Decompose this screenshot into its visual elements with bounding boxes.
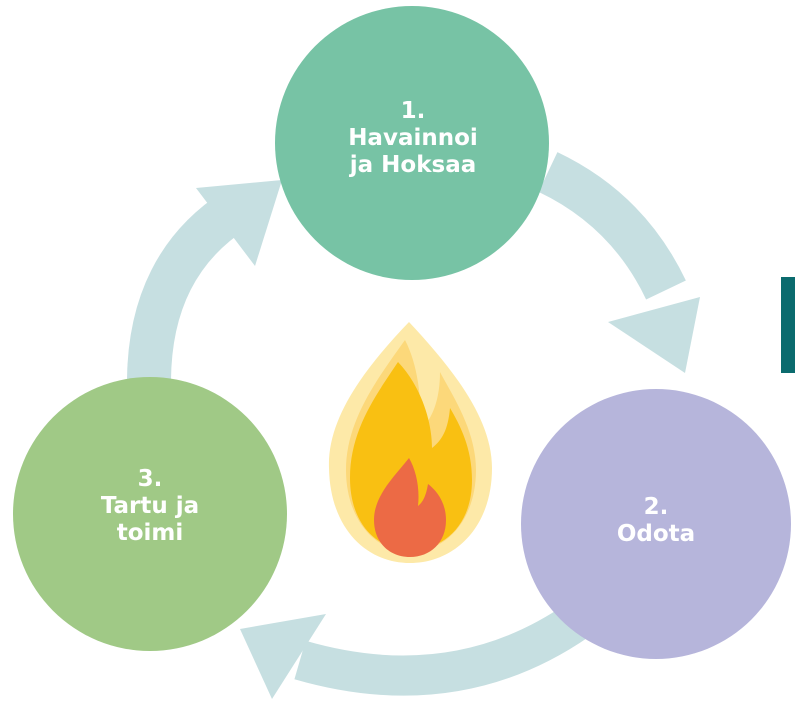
step-number: 3. bbox=[137, 466, 163, 492]
step-2-label: 2. Odota bbox=[556, 494, 756, 548]
arrow-head bbox=[240, 614, 326, 699]
step-1-circle bbox=[275, 6, 549, 280]
arrow-head bbox=[608, 297, 700, 373]
step-title-line: ja Hoksaa bbox=[349, 152, 477, 178]
step-1-label: 1. Havainnoi ja Hoksaa bbox=[313, 98, 513, 179]
step-title-line: Havainnoi bbox=[348, 125, 478, 151]
step-3-circle bbox=[13, 377, 287, 651]
step-title-line: Odota bbox=[616, 521, 696, 547]
step-2-circle bbox=[521, 389, 791, 659]
arrow-head bbox=[196, 180, 282, 266]
arrow-step3-to-step1 bbox=[127, 180, 282, 381]
arrow-step2-to-step3 bbox=[240, 603, 590, 699]
step-title-line: toimi bbox=[116, 520, 184, 546]
step-number: 1. bbox=[400, 98, 426, 124]
step-number: 2. bbox=[643, 494, 669, 520]
arrow-step1-to-step2 bbox=[538, 152, 700, 373]
arrow-shaft bbox=[127, 191, 248, 381]
edge-bar bbox=[781, 277, 795, 373]
step-title-line: Tartu ja bbox=[100, 493, 200, 519]
arrow-shaft bbox=[294, 603, 590, 696]
step-3-label: 3. Tartu ja toimi bbox=[50, 466, 250, 547]
arrow-shaft bbox=[538, 152, 686, 300]
flame-icon bbox=[328, 322, 492, 563]
